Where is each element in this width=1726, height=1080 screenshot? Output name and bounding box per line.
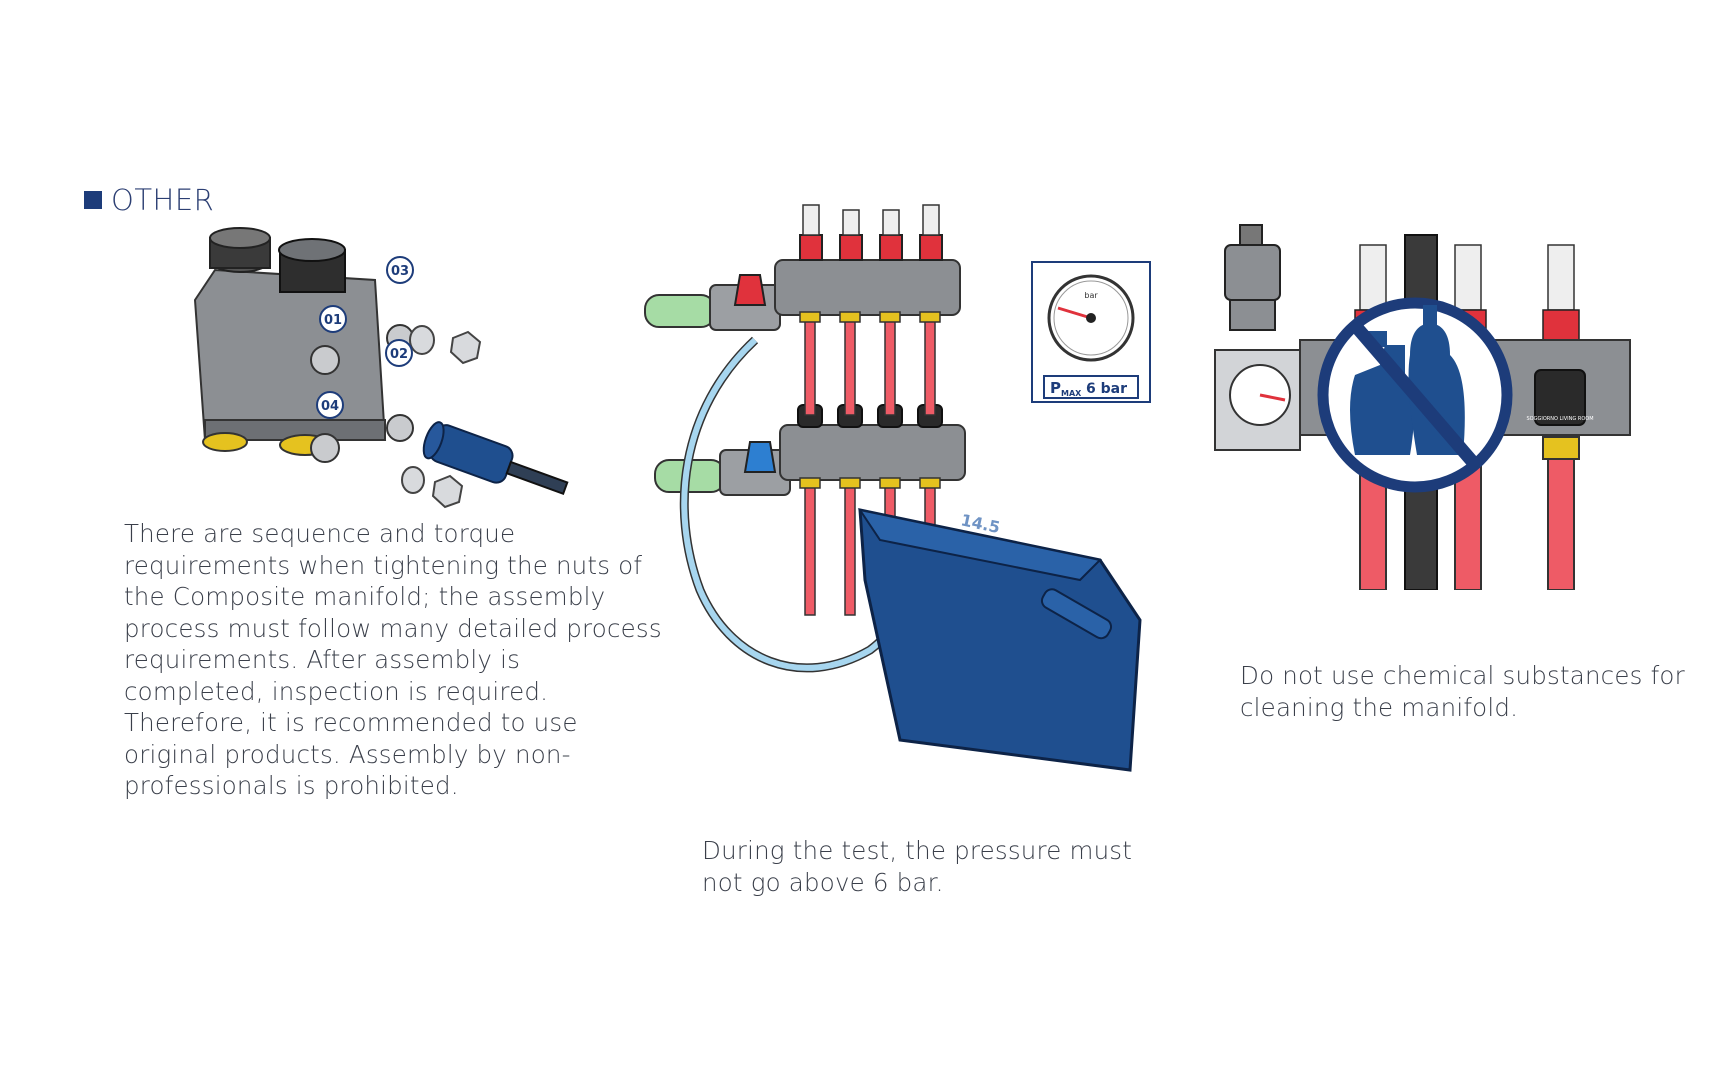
assembly-note: There are sequence and torque requiremen… — [124, 519, 662, 800]
section-heading: OTHER — [84, 183, 214, 217]
pmax-p: P — [1050, 379, 1061, 397]
marker-01: 01 — [319, 305, 347, 333]
chemical-note: Do not use chemical substances for clean… — [1240, 661, 1685, 722]
marker-02: 02 — [385, 339, 413, 367]
section-title: OTHER — [111, 183, 215, 217]
svg-text:01: 01 — [324, 313, 342, 328]
pressure-note: During the test, the pressure must not g… — [702, 836, 1133, 897]
svg-text:03: 03 — [391, 264, 409, 279]
no-chemicals-illustration: SOGGIORNO LIVING ROOM — [1214, 224, 1631, 590]
composite-manifold-illustration: 01 02 03 04 — [193, 227, 569, 509]
heading-square-icon — [84, 191, 102, 209]
marker-03: 03 — [386, 256, 414, 284]
pmax-sub: MAX — [1061, 389, 1082, 398]
pressure-gauge: bar P MAX 6 bar — [1031, 261, 1151, 403]
no-chemicals-icon — [1317, 297, 1513, 493]
gauge-unit: bar — [1084, 291, 1098, 300]
pressure-test-illustration: 14.5 bar P MAX 6 bar — [644, 204, 1151, 772]
svg-text:02: 02 — [390, 347, 408, 362]
pmax-value: 6 bar — [1086, 381, 1127, 397]
marker-04: 04 — [316, 391, 344, 419]
svg-text:04: 04 — [321, 399, 339, 414]
living-room-label: SOGGIORNO LIVING ROOM — [1526, 416, 1593, 422]
